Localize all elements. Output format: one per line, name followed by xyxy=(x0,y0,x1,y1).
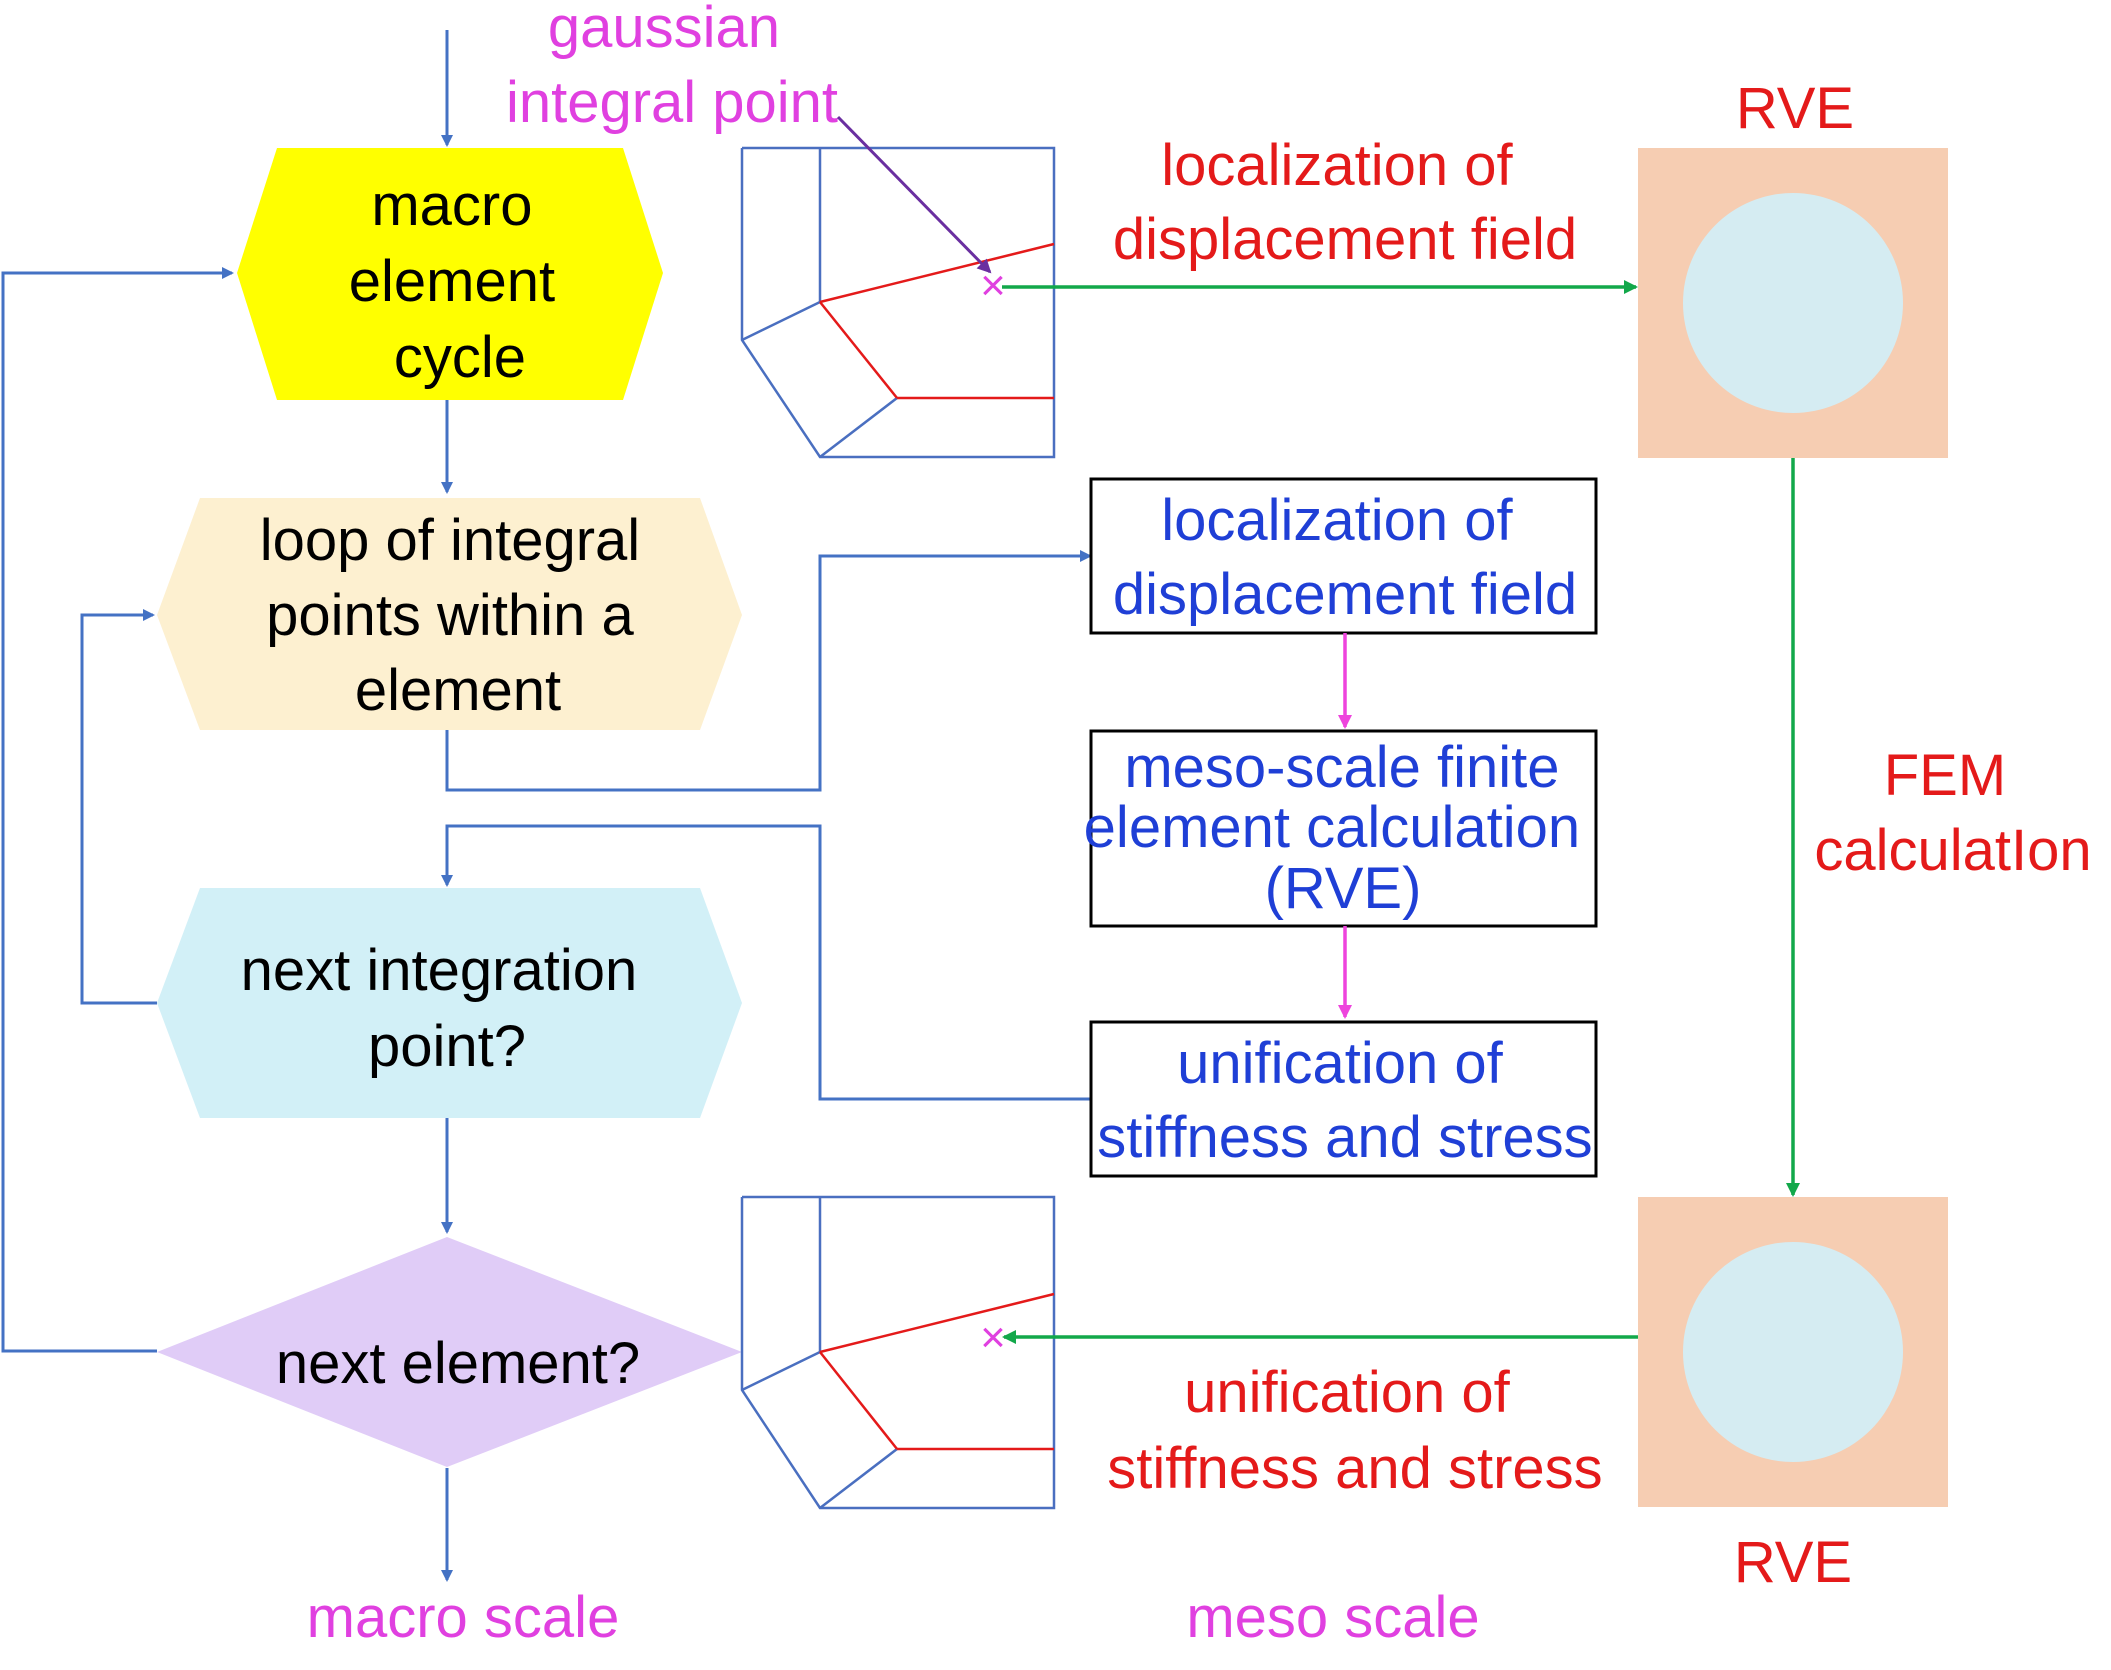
unification-arrow-label: unification of stiffness and stress xyxy=(1107,1360,1602,1501)
next-element-decision-node: next element? xyxy=(157,1237,742,1467)
gaussian-pointer-arrow xyxy=(836,115,992,274)
fem-line-2: calculatIon xyxy=(1814,818,2091,883)
unification-to-next-point-arrow xyxy=(441,824,1090,1101)
rve-bottom-label: RVE xyxy=(1734,1530,1852,1595)
meso-localization-line-2: displacement field xyxy=(1113,562,1577,627)
macro-element-cycle-node: macro element cycle xyxy=(237,148,663,400)
meso-fem-box: meso-scale finite element calculation (R… xyxy=(1084,729,1598,928)
unification-arrow-line-2: stiffness and stress xyxy=(1107,1436,1602,1501)
gaussian-line-2: integral point xyxy=(506,70,838,135)
macro-cycle-line-1: macro xyxy=(371,173,532,238)
integral-points-loop-node: loop of integral points within a element xyxy=(157,498,742,730)
next-point-line-1: next integration xyxy=(241,938,638,1003)
loop-to-localization-arrow xyxy=(445,550,1092,792)
svg-text:meso-scale finite elemen: meso-scale finite element calculation (R… xyxy=(1084,735,1597,921)
meso-unification-line-2: stiffness and stress xyxy=(1097,1105,1592,1170)
next-integration-point-node: next integration point? xyxy=(157,888,742,1118)
fem-line-1: FEM xyxy=(1884,743,2006,808)
localization-arrow-label: localization of displacement field xyxy=(1113,133,1577,272)
localization-arrow-line-1: localization of xyxy=(1161,133,1513,198)
gaussian-line-1: gaussian xyxy=(548,0,780,60)
meso-fem-line-1: meso-scale finite xyxy=(1124,735,1559,800)
gauss-point-marker-bottom: × xyxy=(980,1313,1006,1362)
macro-cycle-line-2: element xyxy=(349,249,555,314)
gaussian-point-label: gaussian integral point xyxy=(506,0,838,135)
meso-scale-label: meso scale xyxy=(1186,1585,1479,1650)
inner-point-loop-arrow xyxy=(80,609,157,1005)
meso-localization-line-1: localization of xyxy=(1161,488,1513,553)
svg-text:next element?: next element? xyxy=(276,1331,640,1396)
fem-calculation-label: FEM calculatIon xyxy=(1814,743,2091,883)
rve-top xyxy=(1638,148,1948,458)
loop-line-2: points within a xyxy=(266,583,634,648)
svg-text:macro element cycl: macro element cycle xyxy=(349,173,571,390)
gauss-point-marker-top: × xyxy=(980,261,1006,310)
loop-line-1: loop of integral xyxy=(260,508,640,573)
svg-text:next integration point?: next integration point? xyxy=(241,938,654,1079)
unification-arrow-line-1: unification of xyxy=(1184,1360,1511,1425)
rve-bottom xyxy=(1638,1197,1948,1507)
svg-text:localization of displace: localization of displacement field xyxy=(1113,488,1577,627)
meso-localization-box: localization of displacement field xyxy=(1089,477,1598,635)
macro-cycle-line-3: cycle xyxy=(394,325,526,390)
meso-fem-line-3: (RVE) xyxy=(1265,856,1422,921)
macro-mesh-top xyxy=(740,146,1056,459)
macro-scale-label: macro scale xyxy=(307,1585,620,1650)
meso-unification-box: unification of stiffness and stress xyxy=(1089,1020,1598,1178)
loop-line-3: element xyxy=(355,658,561,723)
meso-fem-line-2: element calculation xyxy=(1084,795,1581,860)
rve-top-label: RVE xyxy=(1736,76,1854,141)
meso-unification-line-1: unification of xyxy=(1177,1031,1504,1096)
outer-element-loop-arrow xyxy=(1,267,234,1353)
svg-text:loop of integral points: loop of integral points within a element xyxy=(260,508,657,723)
flow-connectors xyxy=(1,30,1092,1582)
next-point-line-2: point? xyxy=(368,1014,526,1079)
localization-arrow-line-2: displacement field xyxy=(1113,207,1577,272)
macro-mesh-bottom xyxy=(740,1195,1056,1510)
svg-text:unification of stiffness: unification of stiffness and stress xyxy=(1097,1031,1592,1170)
next-element-label: next element? xyxy=(276,1331,640,1396)
